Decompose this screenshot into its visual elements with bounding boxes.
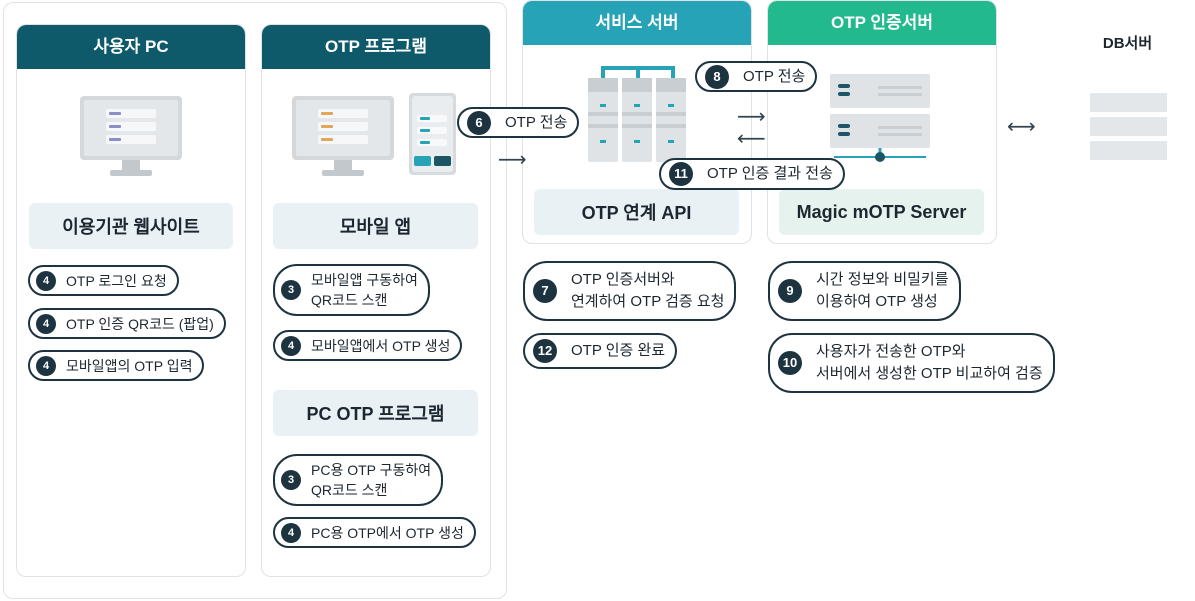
step-4-otp-input: 4 모바일앱의 OTP 입력 <box>28 350 205 381</box>
arrow-right-icon: ⟶ <box>498 149 527 171</box>
arrow-left-icon: ⟵ <box>737 128 766 150</box>
arrow-right-icon: ⟶ <box>737 106 766 128</box>
user-pc-label: 이용기관 웹사이트 <box>29 203 233 249</box>
step-badge: 8 <box>705 64 729 89</box>
step-4-mobile-otp-generate: 4 모바일앱에서 OTP 생성 <box>273 330 463 361</box>
step-badge: 4 <box>36 270 56 291</box>
auth-server-icon <box>830 74 930 162</box>
bidirectional-arrow-icon: ⟷ <box>1007 116 1036 138</box>
db-server-title: DB서버 <box>1102 35 1153 52</box>
step-text: 사용자가 전송한 OTP와 서버에서 생성한 OTP 비교하여 검증 <box>816 343 1043 382</box>
step-text: 모바일앱에서 OTP 생성 <box>311 337 451 354</box>
monitor-icon <box>80 96 182 176</box>
step-6-otp-send: 6 OTP 전송 <box>457 107 580 138</box>
step-badge: 11 <box>669 162 693 186</box>
step-4-qr-popup: 4 OTP 인증 QR코드 (팝업) <box>28 308 226 339</box>
server-rack-icon <box>588 66 686 162</box>
step-badge: 10 <box>778 351 802 375</box>
step-badge: 7 <box>533 279 557 303</box>
step-badge: 3 <box>281 280 301 300</box>
pc-otp-program-label: PC OTP 프로그램 <box>273 390 478 436</box>
step-text: OTP 로그인 요청 <box>66 272 167 289</box>
step-9-otp-generate: 9 시간 정보와 비밀키를 이용하여 OTP 생성 <box>768 261 961 321</box>
step-badge: 6 <box>467 110 491 135</box>
step-badge: 3 <box>281 470 301 490</box>
step-12-auth-complete: 12 OTP 인증 완료 <box>523 333 678 369</box>
step-text: 모바일앱 구동하여 QR코드 스캔 <box>311 272 418 308</box>
step-text: OTP 전송 <box>743 67 806 85</box>
step-text: PC용 OTP 구동하여 QR코드 스캔 <box>311 462 432 498</box>
service-server-title: 서비스 서버 <box>523 1 751 45</box>
otp-program-title: OTP 프로그램 <box>262 25 490 69</box>
step-text: 시간 정보와 비밀키를 이용하여 OTP 생성 <box>816 271 949 310</box>
magic-motp-label: Magic mOTP Server <box>779 189 984 235</box>
step-text: OTP 인증서버와 연계하여 OTP 검증 요청 <box>571 271 725 310</box>
step-text: OTP 인증 QR코드 (팝업) <box>66 315 214 332</box>
step-badge: 12 <box>533 339 557 363</box>
monitor-icon <box>292 96 394 176</box>
user-pc-title: 사용자 PC <box>17 25 245 69</box>
mobile-phone-icon <box>409 93 456 175</box>
step-11-auth-result-send: 11 OTP 인증 결과 전송 <box>659 158 845 190</box>
step-text: OTP 인증 완료 <box>571 342 666 359</box>
step-10-otp-compare: 10 사용자가 전송한 OTP와 서버에서 생성한 OTP 비교하여 검증 <box>768 333 1055 393</box>
db-server-icon <box>1090 93 1167 160</box>
otp-auth-server-title: OTP 인증서버 <box>768 1 996 45</box>
step-8-otp-send: 8 OTP 전송 <box>695 61 818 92</box>
step-text: OTP 전송 <box>505 113 568 131</box>
otp-api-label: OTP 연계 API <box>534 189 739 235</box>
step-7-verify-request: 7 OTP 인증서버와 연계하여 OTP 검증 요청 <box>523 261 737 321</box>
step-4-pc-otp-generate: 4 PC용 OTP에서 OTP 생성 <box>273 517 476 548</box>
step-text: OTP 인증 결과 전송 <box>707 165 833 182</box>
step-4-login-request: 4 OTP 로그인 요청 <box>28 265 179 296</box>
step-badge: 4 <box>36 355 56 376</box>
step-3-mobile-qr-scan: 3 모바일앱 구동하여 QR코드 스캔 <box>273 264 430 316</box>
step-badge: 4 <box>281 522 301 543</box>
mobile-app-label: 모바일 앱 <box>273 203 478 249</box>
step-badge: 4 <box>281 335 301 356</box>
step-badge: 9 <box>778 279 802 303</box>
step-text: PC용 OTP에서 OTP 생성 <box>311 524 464 541</box>
step-text: 모바일앱의 OTP 입력 <box>66 357 193 374</box>
step-3-pc-qr-scan: 3 PC용 OTP 구동하여 QR코드 스캔 <box>273 454 444 506</box>
step-badge: 4 <box>36 313 56 334</box>
